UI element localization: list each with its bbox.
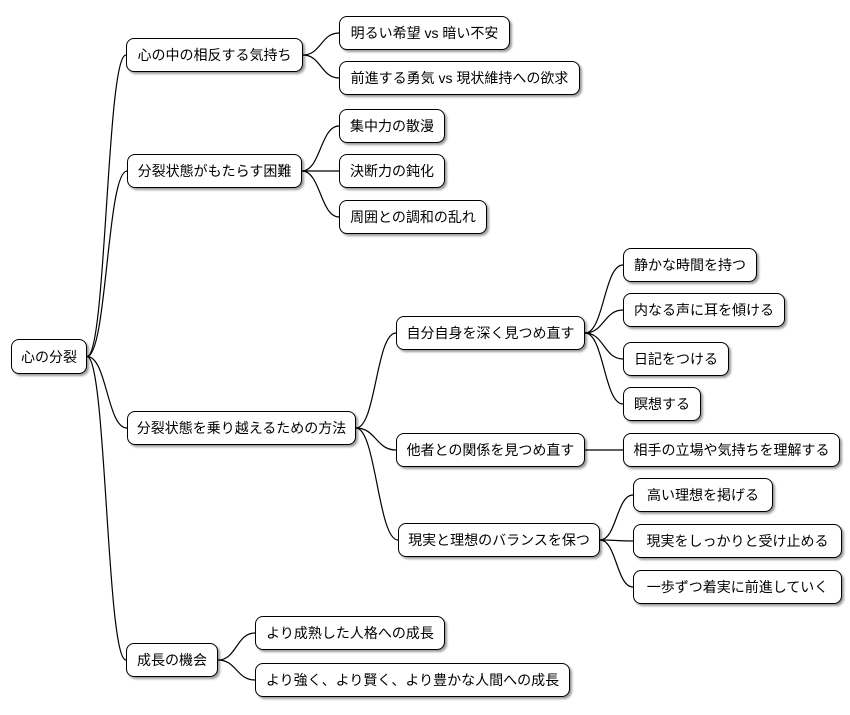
mindmap-node-b3a2[interactable]: 内なる声に耳を傾ける <box>623 293 785 327</box>
mindmap-node-b3c1[interactable]: 高い理想を掲げる <box>633 478 773 512</box>
edge-b3a-b3a1 <box>584 264 624 334</box>
edge-b1-b1a <box>302 32 340 56</box>
edge-b1-b1b <box>302 54 340 79</box>
mindmap-node-b2c[interactable]: 周囲との調和の乱れ <box>339 200 487 234</box>
mindmap-node-b3a[interactable]: 自分自身を深く見つめ直す <box>396 316 585 350</box>
mindmap-node-b2a[interactable]: 集中力の散漫 <box>339 109 445 143</box>
mindmap-node-b3[interactable]: 分裂状態を乗り越えるための方法 <box>127 411 356 445</box>
mindmap-node-b3b[interactable]: 他者との関係を見つめ直す <box>396 433 585 467</box>
edge-root-b1 <box>86 54 127 358</box>
mindmap-node-b2[interactable]: 分裂状態がもたらす困難 <box>127 154 302 188</box>
edge-b3-b3b <box>355 427 397 451</box>
mindmap-node-b4a[interactable]: より成熟した人格への成長 <box>255 616 445 650</box>
mindmap-node-b3c2[interactable]: 現実をしっかりと受け止める <box>633 524 842 558</box>
edge-b4-b4b <box>217 659 256 681</box>
edge-b3-b3c <box>355 427 399 541</box>
mindmap-node-b3c3[interactable]: 一歩ずつ着実に前進していく <box>633 570 842 604</box>
edge-b3c-b3c1 <box>599 494 634 541</box>
mindmap-node-b4b[interactable]: より強く、より賢く、より豊かな人間への成長 <box>255 663 570 697</box>
edge-root-b2 <box>86 170 128 358</box>
mindmap-node-b3a4[interactable]: 瞑想する <box>623 387 701 421</box>
edge-b3-b3a <box>355 332 397 429</box>
mindmap-node-b3c[interactable]: 現実と理想のバランスを保つ <box>398 523 600 557</box>
mindmap-node-b2b[interactable]: 決断力の鈍化 <box>339 154 445 188</box>
mindmap-node-b4[interactable]: 成長の機会 <box>126 643 218 677</box>
edge-b3a-b3a3 <box>584 332 624 360</box>
edge-b2-b2a <box>301 125 340 172</box>
edge-b4-b4a <box>217 632 256 661</box>
mindmap-node-root[interactable]: 心の分裂 <box>11 339 87 374</box>
mindmap-node-b1b[interactable]: 前進する勇気 vs 現状維持への欲求 <box>339 61 580 95</box>
edge-b3a-b3a4 <box>584 332 624 405</box>
edge-b3c-b3c3 <box>599 539 634 588</box>
mindmap-node-b1a[interactable]: 明るい希望 vs 暗い不安 <box>339 16 510 50</box>
edge-b3c-b3c2 <box>599 539 634 542</box>
edge-root-b4 <box>86 355 127 661</box>
mindmap-node-b3a3[interactable]: 日記をつける <box>623 342 729 376</box>
mindmap-node-b1[interactable]: 心の中の相反する気持ち <box>126 38 303 72</box>
mindmap-node-b3a1[interactable]: 静かな時間を持つ <box>623 248 757 282</box>
edge-b3a-b3a2 <box>584 309 624 334</box>
mindmap-node-b3b1[interactable]: 相手の立場や気持ちを理解する <box>623 433 840 467</box>
edge-root-b3 <box>86 355 128 429</box>
edge-b2-b2c <box>301 170 340 218</box>
